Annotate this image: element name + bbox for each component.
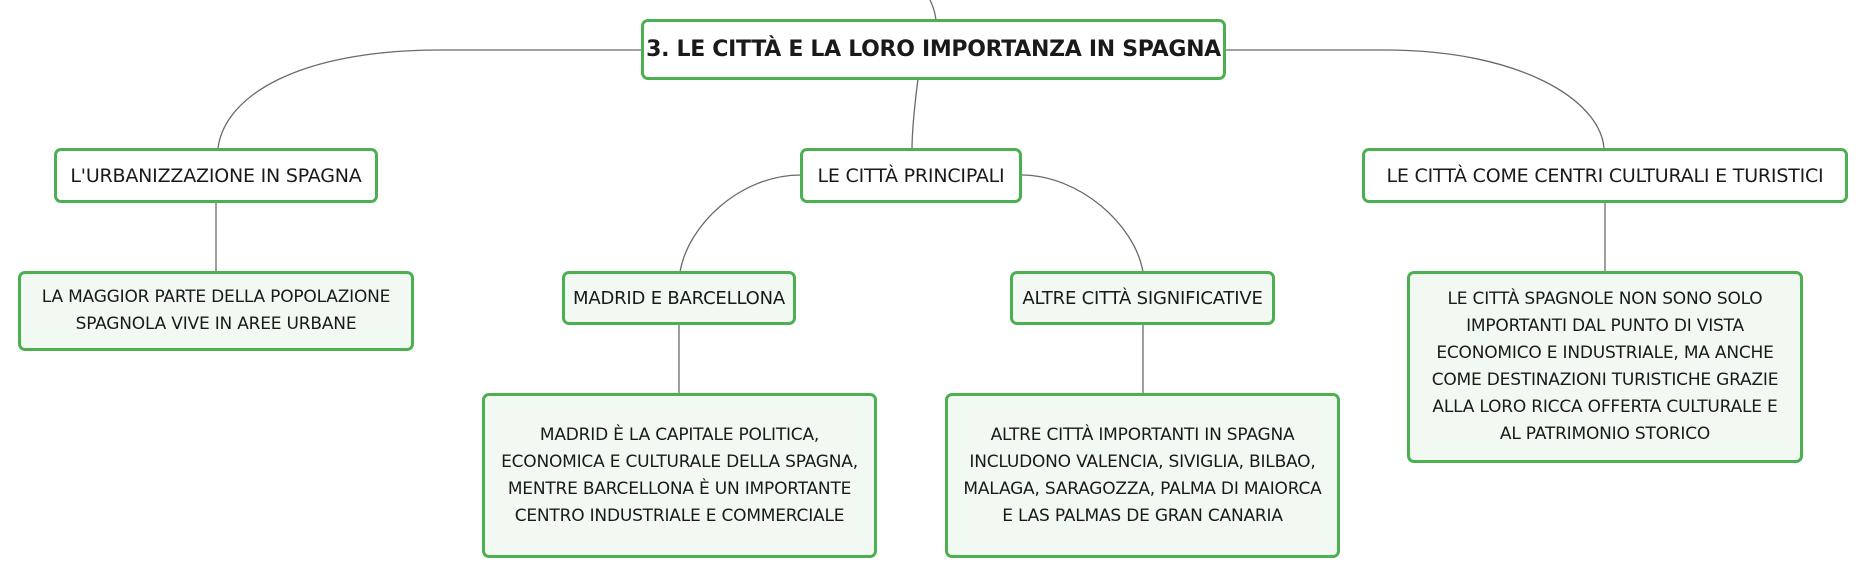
topic-altre-citta[interactable]: ALTRE CITTÀ SIGNIFICATIVE: [1010, 271, 1275, 325]
detail-altre-citta[interactable]: ALTRE CITTÀ IMPORTANTI IN SPAGNA INCLUDO…: [945, 393, 1340, 558]
detail-altre-citta-text: ALTRE CITTÀ IMPORTANTI IN SPAGNA INCLUDO…: [963, 424, 1322, 526]
topic-madrid-barcellona[interactable]: MADRID E BARCELLONA: [562, 271, 796, 325]
detail-madrid-barcellona[interactable]: MADRID È LA CAPITALE POLITICA, ECONOMICA…: [482, 393, 877, 558]
detail-centri-culturali[interactable]: LE CITTÀ SPAGNOLE NON SONO SOLO IMPORTAN…: [1407, 271, 1803, 463]
root-topic-label: 3. LE CITTÀ E LA LORO IMPORTANZA IN SPAG…: [646, 37, 1221, 62]
root-topic[interactable]: 3. LE CITTÀ E LA LORO IMPORTANZA IN SPAG…: [641, 19, 1226, 80]
connector-parent-to-root: [929, 0, 937, 21]
connector-principali-to-madrid: [679, 174, 802, 273]
detail-madrid-barcellona-text: MADRID È LA CAPITALE POLITICA, ECONOMICA…: [501, 424, 858, 526]
connector-root-to-urbanizzazione: [217, 49, 642, 149]
connector-root-to-citta-principali: [911, 78, 919, 151]
connector-root-to-centri-culturali: [1224, 49, 1605, 149]
detail-urbanizzazione-text: LA MAGGIOR PARTE DELLA POPOLAZIONE SPAGN…: [41, 287, 391, 334]
detail-urbanizzazione[interactable]: LA MAGGIOR PARTE DELLA POPOLAZIONE SPAGN…: [18, 271, 414, 351]
topic-urbanizzazione[interactable]: L'URBANIZZAZIONE IN SPAGNA: [54, 148, 378, 203]
detail-centri-culturali-text: LE CITTÀ SPAGNOLE NON SONO SOLO IMPORTAN…: [1431, 289, 1779, 444]
topic-centri-culturali-label: LE CITTÀ COME CENTRI CULTURALI E TURISTI…: [1386, 164, 1824, 187]
topic-madrid-barcellona-label: MADRID E BARCELLONA: [573, 287, 785, 309]
topic-urbanizzazione-label: L'URBANIZZAZIONE IN SPAGNA: [70, 164, 362, 187]
topic-altre-citta-label: ALTRE CITTÀ SIGNIFICATIVE: [1022, 287, 1263, 309]
topic-citta-principali[interactable]: LE CITTÀ PRINCIPALI: [800, 148, 1022, 203]
topic-centri-culturali[interactable]: LE CITTÀ COME CENTRI CULTURALI E TURISTI…: [1362, 148, 1848, 203]
topic-citta-principali-label: LE CITTÀ PRINCIPALI: [817, 164, 1005, 187]
connector-principali-to-altre: [1020, 174, 1144, 273]
